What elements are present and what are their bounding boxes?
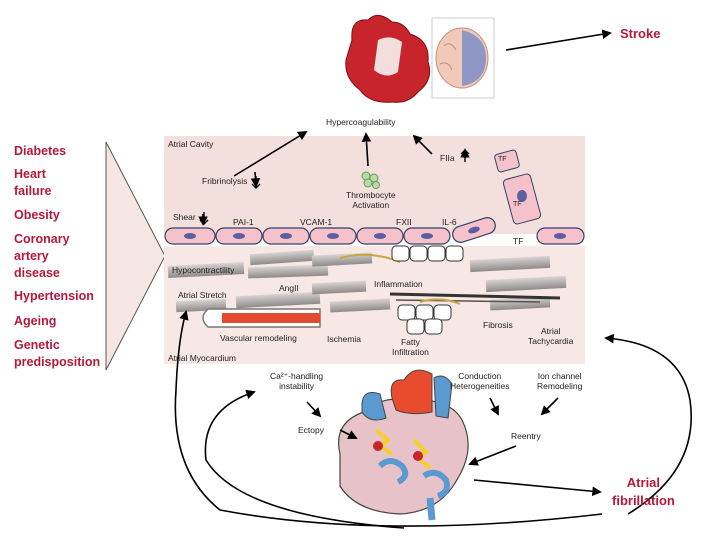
ectopy-label: Ectopy [298,425,324,435]
tf-cell-label-1: TF [498,156,507,163]
hypercoagulability-label: Hypercoagulability [326,117,396,127]
tf-cell-label-2: TF [513,201,522,208]
arrows [174,29,692,529]
endothelial-cells [164,217,585,245]
vascular-remodeling-label: Vascular remodeling [220,333,297,343]
atrial-myocardium-label: Atrial Myocardium [168,353,237,363]
fat-cells [391,245,464,335]
pai1-label: PAI-1 [233,217,254,227]
risk-factor-chevron [105,141,166,371]
fxii-label: FXII [396,217,412,227]
tf-endothelium-label: TF [513,236,524,246]
ischemia-label: Ischemia [327,334,362,344]
fibrosis-label: Fibrosis [483,320,513,330]
il6-label: IL-6 [442,217,457,227]
outcome-stroke: Stroke [620,26,661,41]
vessel [202,308,321,328]
vcam1-label: VCAM-1 [300,217,333,227]
risk-factor-ageing: Ageing [14,314,57,328]
atrial-cavity-label: Atrial Cavity [168,139,214,149]
thrombocyte-cluster [361,171,380,189]
fiia-label: FIIa [440,153,455,163]
hypocontractility-label: Hypocontractility [172,265,235,275]
heart-brain-image [345,15,495,103]
risk-factor-hypertension: Hypertension [14,289,94,303]
central-heart [338,369,469,521]
tf-cells [494,149,542,225]
inflammation-label: Inflammation [374,279,423,289]
shear-label: Shear [173,212,196,222]
reentry-label: Reentry [511,431,541,441]
risk-factor-obesity: Obesity [14,208,60,222]
angii-label: AngII [279,283,299,293]
risk-factor-diabetes: Diabetes [14,144,67,158]
fibrinolysis-label: Fribrinolysis [202,176,248,186]
atrial-stretch-label: Atrial Stretch [178,290,227,300]
